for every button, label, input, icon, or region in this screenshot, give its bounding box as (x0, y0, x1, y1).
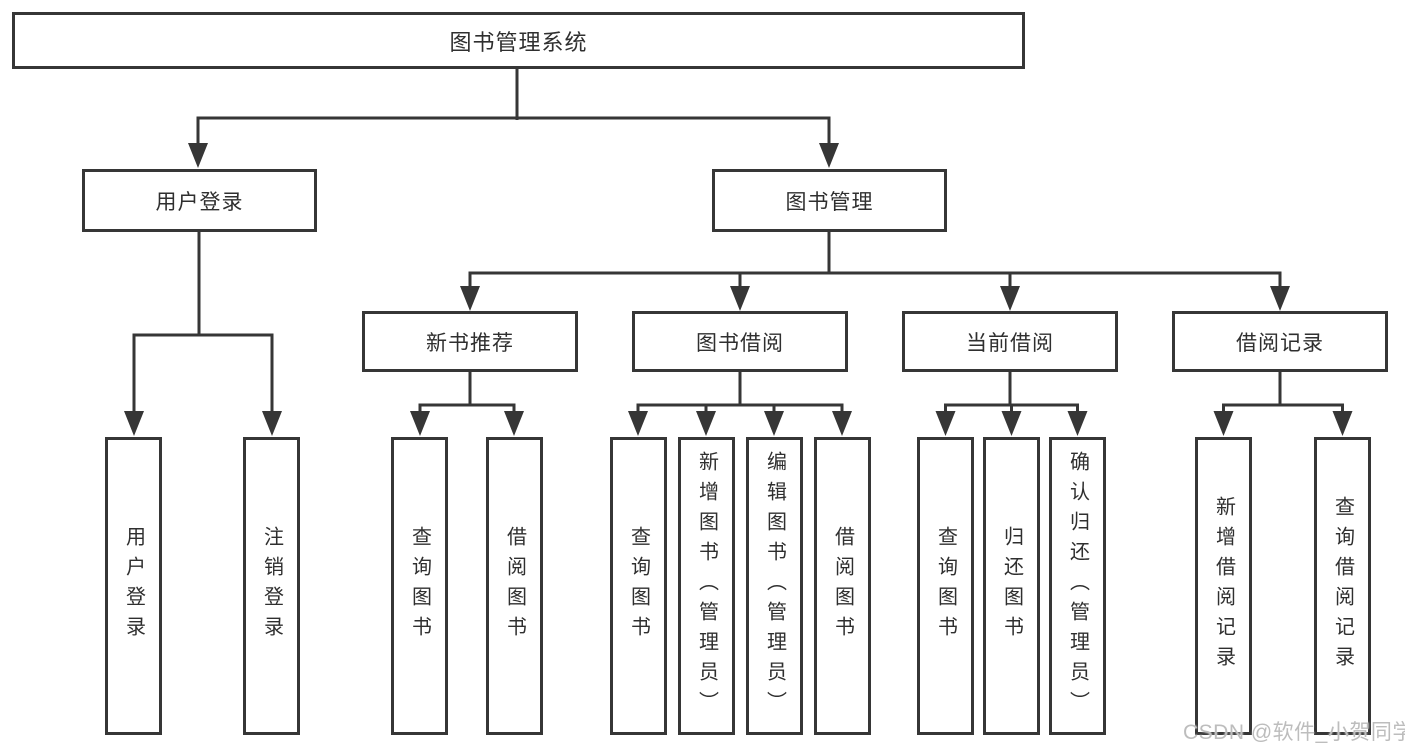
leaf-borrow-books-newbook: 借阅图书 (486, 437, 543, 735)
node-user-login: 用户登录 (82, 169, 317, 232)
node-book-borrow: 图书借阅 (632, 311, 848, 372)
leaf-user-login-label: 用户登录 (122, 526, 145, 646)
node-new-book-recommend: 新书推荐 (362, 311, 578, 372)
node-borrow-records: 借阅记录 (1172, 311, 1388, 372)
leaf-borrow-books-borrow: 借阅图书 (814, 437, 871, 735)
leaf-add-books-admin: 新增图书（管理员） (678, 437, 735, 735)
leaf-add-books-admin-label: 新增图书（管理员） (695, 451, 718, 721)
leaf-query-books-current-label: 查询图书 (934, 526, 957, 646)
leaf-query-books-borrow-label: 查询图书 (627, 526, 650, 646)
leaf-user-login: 用户登录 (105, 437, 162, 735)
node-new-book-recommend-label: 新书推荐 (426, 331, 514, 355)
leaf-edit-books-admin: 编辑图书（管理员） (746, 437, 803, 735)
csdn-watermark: CSDN @软件_小贺同学 (1183, 721, 1405, 744)
leaf-query-books-current: 查询图书 (917, 437, 974, 735)
leaf-confirm-return-admin: 确认归还（管理员） (1049, 437, 1106, 735)
leaf-query-books-newbook-label: 查询图书 (408, 526, 431, 646)
node-book-borrow-label: 图书借阅 (696, 331, 784, 355)
leaf-borrow-books-newbook-label: 借阅图书 (503, 526, 526, 646)
node-library-system: 图书管理系统 (12, 12, 1025, 69)
leaf-logout-label: 注销登录 (260, 526, 283, 646)
node-current-borrow: 当前借阅 (902, 311, 1118, 372)
node-borrow-records-label: 借阅记录 (1236, 331, 1324, 355)
leaf-query-books-borrow: 查询图书 (610, 437, 667, 735)
node-current-borrow-label: 当前借阅 (966, 331, 1054, 355)
node-user-login-label: 用户登录 (155, 190, 244, 214)
leaf-return-books-label: 归还图书 (1000, 526, 1023, 646)
leaf-query-books-newbook: 查询图书 (391, 437, 448, 735)
node-library-system-label: 图书管理系统 (449, 29, 588, 55)
leaf-confirm-return-admin-label: 确认归还（管理员） (1066, 451, 1089, 721)
leaf-edit-books-admin-label: 编辑图书（管理员） (763, 451, 786, 721)
leaf-return-books: 归还图书 (983, 437, 1040, 735)
node-book-management-label: 图书管理 (785, 190, 874, 214)
node-book-management: 图书管理 (712, 169, 947, 232)
leaf-borrow-books-borrow-label: 借阅图书 (831, 526, 854, 646)
leaf-add-borrow-record-label: 新增借阅记录 (1212, 496, 1235, 676)
leaf-add-borrow-record: 新增借阅记录 (1195, 437, 1252, 735)
leaf-query-borrow-record: 查询借阅记录 (1314, 437, 1371, 735)
leaf-logout: 注销登录 (243, 437, 300, 735)
leaf-query-borrow-record-label: 查询借阅记录 (1331, 496, 1354, 676)
